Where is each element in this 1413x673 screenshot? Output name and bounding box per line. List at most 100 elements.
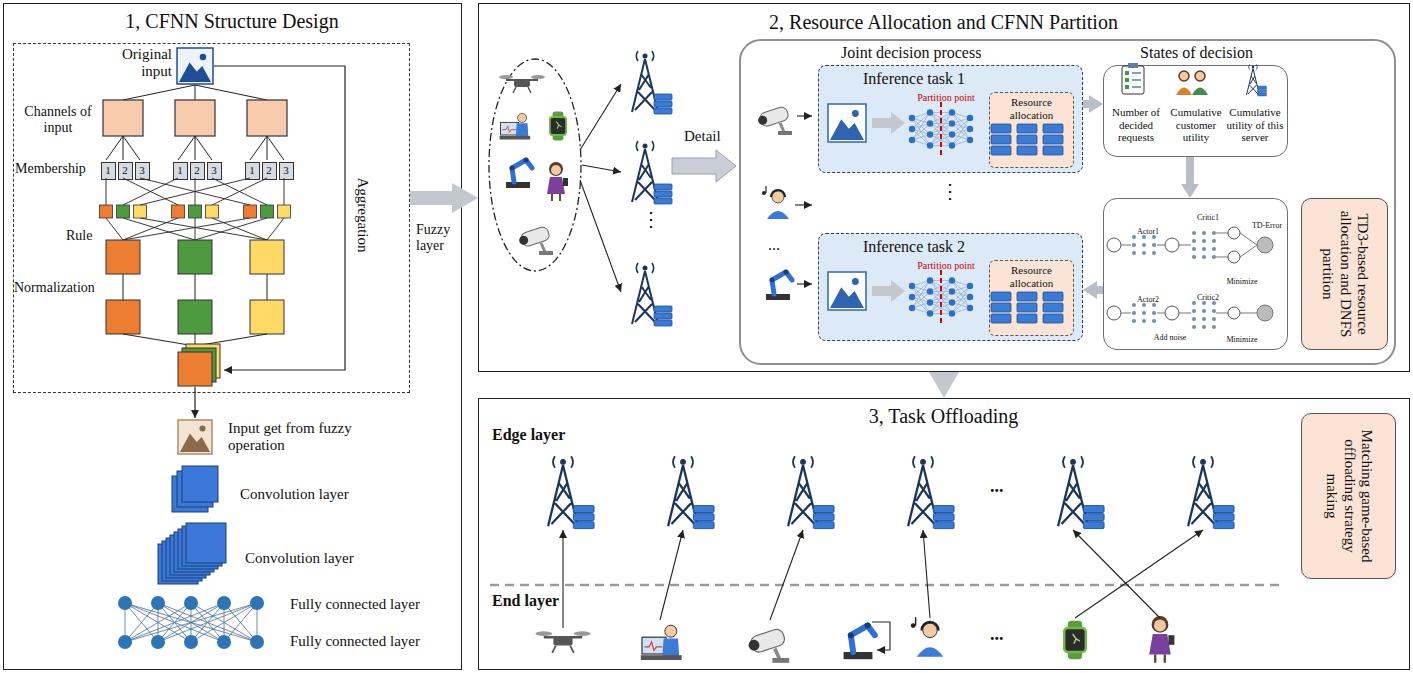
connector-line	[582, 165, 621, 172]
connector-line	[267, 274, 268, 300]
fc-neuron	[217, 596, 231, 610]
rule-square	[189, 205, 202, 218]
connector-line	[1240, 245, 1257, 257]
action-node	[1165, 238, 1179, 252]
connector-line	[930, 112, 952, 113]
neuron	[1202, 309, 1206, 313]
server-block	[1017, 124, 1037, 133]
joint	[784, 270, 789, 275]
signal-arc	[1249, 65, 1258, 70]
neuron	[909, 126, 915, 132]
connector-line	[797, 115, 812, 116]
connector-line	[930, 124, 952, 135]
connector-line	[912, 303, 930, 309]
neuron	[1152, 303, 1156, 307]
label-text: Input get from fuzzy operation	[228, 420, 368, 455]
connector-line	[930, 281, 952, 303]
server-block	[1258, 86, 1267, 89]
watch-icon	[1064, 621, 1086, 659]
server-block	[573, 506, 594, 513]
connector-line	[770, 530, 803, 620]
node-text: TD-Error	[1248, 221, 1286, 230]
neuron	[1192, 309, 1196, 313]
pulse	[502, 126, 516, 132]
rule-square	[100, 205, 113, 218]
connector-line	[140, 218, 267, 240]
self-loop	[872, 622, 890, 650]
camera-shell	[759, 106, 790, 128]
rotor	[499, 75, 513, 79]
check-mark	[1125, 85, 1129, 89]
connector-line	[912, 124, 930, 141]
server-block	[991, 292, 1011, 301]
sun	[200, 54, 206, 60]
neuron	[1132, 319, 1136, 323]
node-text: Critic1	[1190, 213, 1226, 222]
connector-line	[952, 286, 970, 303]
server-block	[1213, 522, 1234, 529]
neuron	[909, 283, 915, 289]
server-block	[813, 506, 834, 513]
pulse	[644, 642, 662, 650]
connector-line	[952, 129, 970, 135]
connector-line	[930, 281, 952, 314]
camera-icon	[517, 226, 553, 255]
connector-line	[224, 603, 257, 642]
membership-box: 1	[173, 162, 188, 180]
node-title: 3	[136, 164, 149, 177]
monitor	[501, 122, 519, 135]
connector-line	[195, 85, 196, 100]
connector-line	[930, 292, 952, 303]
neuron	[949, 299, 955, 305]
signal-arc	[673, 456, 693, 468]
medical-icon	[500, 113, 531, 139]
label-text: Fully connected layer	[290, 633, 420, 650]
server-block	[654, 320, 672, 326]
connector-line	[912, 129, 930, 135]
connector-line	[284, 178, 285, 205]
label-text: Original input	[110, 46, 172, 81]
camera-icon	[746, 628, 789, 663]
connector-line	[125, 603, 257, 642]
fc-neuron	[250, 635, 264, 649]
drone-leg	[552, 646, 574, 653]
connector-line	[123, 178, 178, 205]
signal-arc	[636, 141, 653, 151]
neuron	[949, 277, 955, 283]
neuron	[1192, 239, 1196, 243]
body	[917, 647, 943, 657]
membership-box: 2	[118, 162, 133, 180]
drone-body	[553, 637, 572, 645]
connector-line	[930, 302, 952, 303]
node-title: 3	[280, 164, 293, 177]
legs	[552, 194, 560, 201]
server-block	[1213, 506, 1234, 513]
decision-region: Joint decision processInference task 1Pa…	[739, 39, 1396, 365]
fuzzy-layer-box: Fuzzy layer123123123	[13, 43, 410, 393]
conv-map	[174, 532, 214, 572]
neuron	[1152, 243, 1156, 247]
body	[767, 211, 789, 219]
connector-line	[224, 603, 225, 642]
camera-base	[539, 251, 553, 255]
connector-line	[158, 603, 191, 642]
neuron	[1212, 255, 1216, 259]
headset	[922, 622, 939, 630]
neuron	[1152, 235, 1156, 239]
neuron	[1212, 309, 1216, 313]
antenna	[1252, 66, 1255, 69]
server-block	[991, 135, 1011, 144]
connector-line	[212, 178, 267, 205]
connector-line	[195, 136, 212, 160]
camera-body	[517, 226, 550, 249]
loss-node	[1257, 305, 1273, 321]
tower-icon	[1058, 456, 1104, 528]
monitor	[642, 637, 666, 654]
legs	[1155, 654, 1165, 662]
connector-line	[191, 603, 192, 642]
connector-line	[1216, 257, 1228, 258]
tower-lattice	[788, 465, 818, 526]
server-block	[654, 94, 672, 100]
fc-neuron	[250, 596, 264, 610]
